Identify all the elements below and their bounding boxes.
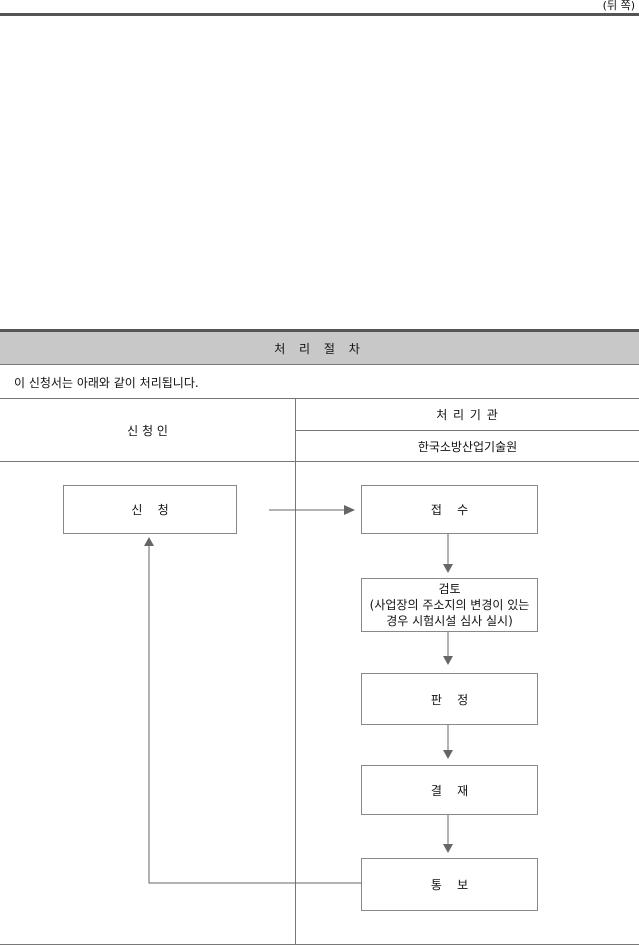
- arrow-down-icon: [443, 656, 453, 665]
- table-bottom-border: [0, 944, 639, 945]
- agency-column-header: 처 리 기 관: [436, 408, 499, 422]
- table-header-bottom-border: [0, 461, 639, 462]
- arrow-down-icon: [443, 750, 453, 759]
- apply-step-box: 신 청: [63, 485, 237, 534]
- section-divider: [0, 329, 639, 332]
- applicant-column-header: 신 청 인: [127, 423, 168, 438]
- table-top-border: [0, 398, 639, 399]
- agency-header-divider: [296, 430, 639, 431]
- processing-notice: 이 신청서는 아래와 같이 처리됩니다.: [14, 376, 199, 390]
- agency-name: 한국소방산업기술원: [417, 439, 518, 454]
- review-detail-line1: (사업장의 주소지의 변경이 있는: [369, 598, 530, 612]
- flow-connectors: [144, 505, 453, 884]
- arrow-down-icon: [443, 564, 453, 573]
- judge-step-box: 판 정: [361, 673, 538, 725]
- column-divider: [295, 398, 296, 945]
- section-title: 처 리 절 차: [0, 332, 639, 365]
- arrow-up-icon: [144, 537, 154, 546]
- arrow-down-icon: [443, 844, 453, 853]
- approve-step-box: 결 재: [361, 765, 538, 815]
- notify-step-box: 통 보: [361, 858, 538, 911]
- review-detail-line2: 경우 시험시설 심사 실시): [386, 614, 513, 628]
- page-side-label: (뒤 쪽): [602, 0, 635, 12]
- receive-step-box: 접 수: [361, 485, 538, 534]
- arrow-right-icon: [344, 505, 355, 515]
- review-step-box: 검토 (사업장의 주소지의 변경이 있는 경우 시험시설 심사 실시): [361, 578, 538, 632]
- top-divider: [0, 13, 639, 16]
- review-title: 검토: [438, 582, 461, 596]
